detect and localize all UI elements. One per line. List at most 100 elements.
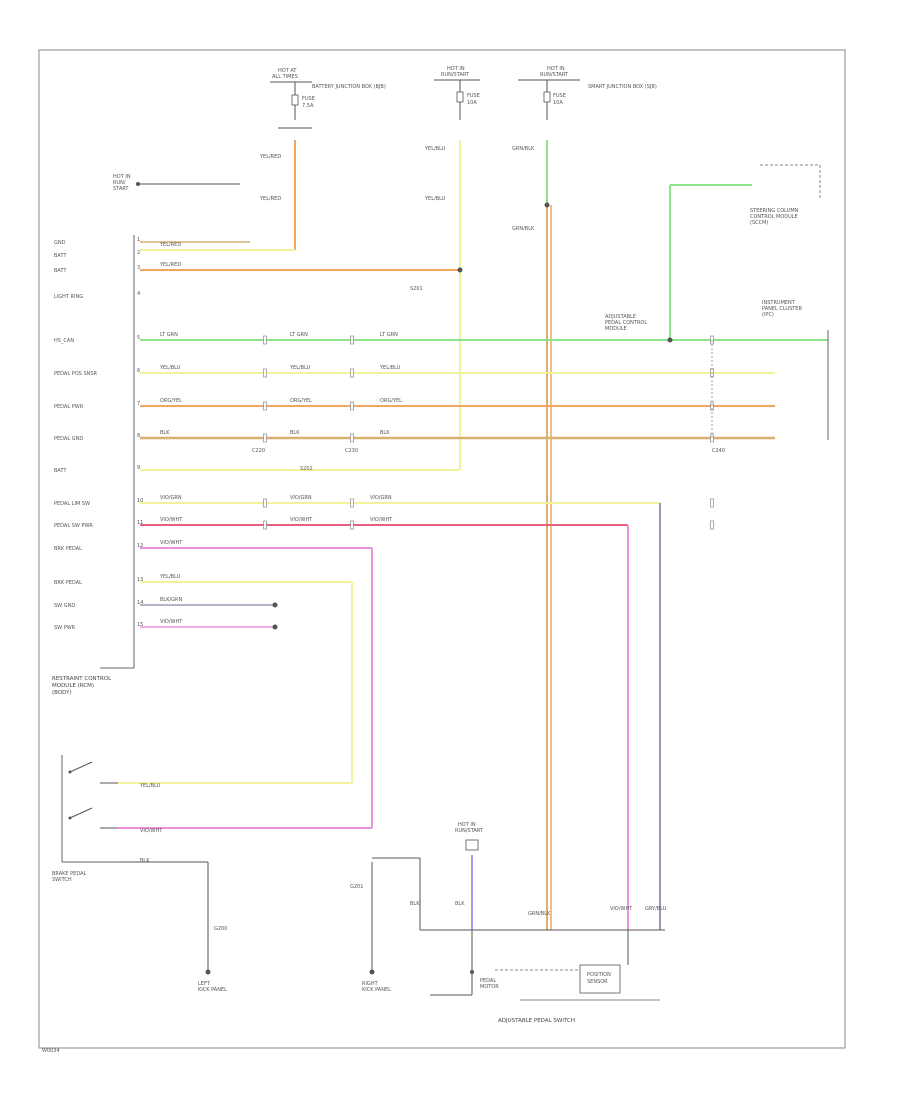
module-label: RESTRAINT CONTROL xyxy=(52,676,112,682)
module-label: MODULE (RCM) xyxy=(52,683,94,689)
label: HOT IN xyxy=(113,174,131,180)
wire-label: YEL/BLU xyxy=(379,365,401,371)
module-pin-number: 8 xyxy=(137,433,140,439)
connector-tick xyxy=(263,433,267,443)
wire-label: ORG/YEL xyxy=(380,398,402,404)
module-pin-name: HS_CAN xyxy=(54,338,74,344)
module-label: STEERING COLUMN xyxy=(750,208,799,214)
module-pin-number: 6 xyxy=(137,368,140,374)
ground-g201: G201 RIGHT KICK PANEL xyxy=(350,862,391,993)
ground-icon xyxy=(369,969,375,975)
fuse-label: FUSE xyxy=(553,93,566,99)
connector-tick xyxy=(350,368,354,378)
switch-label: ADJUSTABLE PEDAL SWITCH xyxy=(498,1018,575,1024)
fuse-label: FUSE xyxy=(302,96,315,102)
connector-dot xyxy=(136,182,140,186)
fuse-label: FUSE xyxy=(467,93,480,99)
label: RUN/ xyxy=(113,180,126,186)
wire-label: GRN/BLK xyxy=(512,146,535,152)
wire-label: YEL/BLU xyxy=(159,574,181,580)
module-pin-number: 15 xyxy=(137,622,143,628)
connector-tick xyxy=(710,498,714,508)
module-pin-name: BRK PEDAL xyxy=(54,580,82,586)
connector-tick xyxy=(350,520,354,530)
wire-label: YEL/BLU xyxy=(289,365,311,371)
instrument-cluster: INSTRUMENT PANEL CLUSTER (IPC) xyxy=(711,300,829,440)
ground-label: LEFT xyxy=(198,981,211,987)
wire-label: VIO/GRN xyxy=(370,495,392,501)
module-pin-name: PEDAL SW PWR xyxy=(54,523,93,529)
module-pin-number: 13 xyxy=(137,577,143,583)
steering-column-module: STEERING COLUMN CONTROL MODULE (SCCM) xyxy=(750,164,821,226)
wire-label: VIO/WHT xyxy=(160,540,183,546)
wire-label: BLK/GRN xyxy=(160,597,183,603)
wire-label: BLK xyxy=(455,901,465,907)
wire-label: LT GRN xyxy=(160,332,178,338)
connector-tick xyxy=(263,368,267,378)
module-pin-number: 1 xyxy=(137,237,140,243)
source-desc: BATTERY JUNCTION BOX (BJB) xyxy=(312,84,386,90)
wire-label: GRN/BLK xyxy=(512,226,535,232)
wire-label: VIO/WHT xyxy=(290,517,313,523)
pedal-control-module: ADJUSTABLE PEDAL CONTROL MODULE xyxy=(605,314,647,332)
connector-label: C220 xyxy=(252,448,265,454)
splice-label: S202 xyxy=(300,466,313,472)
module-pin-number: 3 xyxy=(137,265,140,271)
connector-label: C230 xyxy=(345,448,358,454)
wire-label: VIO/GRN xyxy=(160,495,182,501)
source-sub: RUN/START xyxy=(540,72,569,78)
module-pin-name: BATT xyxy=(54,253,67,259)
sensor-label: SENSOR xyxy=(587,979,608,985)
wire-label: LT GRN xyxy=(290,332,308,338)
wire-label: ORG/YEL xyxy=(160,398,182,404)
module-pin-name: PEDAL GND xyxy=(54,436,83,442)
wire-label: YEL/BLU xyxy=(424,146,446,152)
module-pin-number: 11 xyxy=(137,520,143,526)
wire-label: YEL/RED xyxy=(259,196,281,202)
module-pin-name: PEDAL LIM SW xyxy=(54,501,90,507)
splice-label: S201 xyxy=(410,286,423,292)
wire-label: VIO/WHT xyxy=(160,619,183,625)
ground-label: RIGHT xyxy=(362,981,379,987)
label: RUN/START xyxy=(455,828,484,834)
wire-label: BLK xyxy=(290,430,300,436)
connector-tick xyxy=(350,335,354,345)
wire-labels: LT GRN LT GRN LT GRN YEL/BLU YEL/BLU YEL… xyxy=(139,146,667,917)
wire-label: YEL/RED xyxy=(259,154,281,160)
module-pin-number: 5 xyxy=(137,335,140,341)
source-head: HOT AT xyxy=(278,68,297,74)
source-desc: SMART JUNCTION BOX (SJB) xyxy=(588,84,657,90)
wire-label: GRN/BLK xyxy=(528,911,551,917)
fuse-icon xyxy=(543,91,551,103)
connector-label: C240 xyxy=(712,448,725,454)
label: HOT IN xyxy=(458,822,476,828)
fuse-source-mid: HOT IN RUN/START FUSE 10A xyxy=(434,66,480,120)
module-label: (SCCM) xyxy=(750,220,768,226)
module-label: INSTRUMENT xyxy=(762,300,796,306)
label: START xyxy=(113,186,129,192)
adjustable-pedal-switch: PEDAL MOTOR POSITION SENSOR ADJUSTABLE P… xyxy=(372,822,665,1024)
module-pin-number: 14 xyxy=(137,600,143,606)
connector-tick xyxy=(350,498,354,508)
module-pin-number: 4 xyxy=(137,291,140,297)
wire-label: VIO/WHT xyxy=(140,828,163,834)
module-pin-number: 10 xyxy=(137,498,143,504)
wire-label: BLK xyxy=(410,901,420,907)
wire-label: BLK xyxy=(380,430,390,436)
module-label: ADJUSTABLE xyxy=(605,314,636,320)
motor-label: PEDAL xyxy=(480,978,496,984)
ground-g200: G200 LEFT KICK PANEL xyxy=(118,861,227,993)
module-pin-name: SW PWR xyxy=(54,625,76,631)
module-pin-name: LIGHT RING xyxy=(54,294,83,300)
wire-label: GRY/BLU xyxy=(645,906,667,912)
wire-label: YEL/RED xyxy=(159,242,181,248)
module-pin-name: GND xyxy=(54,240,66,246)
restraint-control-module: RESTRAINT CONTROL MODULE (RCM) (BODY) xyxy=(52,235,135,696)
module-pin-name: BRK PEDAL xyxy=(54,546,82,552)
fuse-amp: 7.5A xyxy=(302,103,314,109)
wire-label: VIO/WHT xyxy=(370,517,393,523)
module-pin-number: 7 xyxy=(137,401,140,407)
sensor-label: POSITION xyxy=(587,972,611,978)
wire-label: YEL/BLU xyxy=(139,783,161,789)
